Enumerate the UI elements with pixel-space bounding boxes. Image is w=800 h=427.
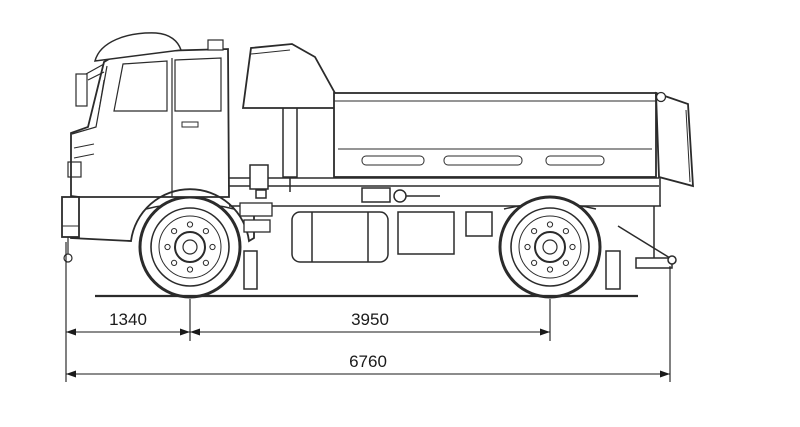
dimension-front-overhang: 1340 bbox=[66, 310, 190, 336]
air-intake bbox=[207, 39, 224, 51]
arrowhead-right bbox=[180, 328, 190, 336]
dump-bed bbox=[241, 43, 694, 188]
front-bumper bbox=[61, 196, 80, 238]
tailgate bbox=[655, 91, 694, 188]
fuel-tank bbox=[291, 211, 389, 263]
cab-step-upper bbox=[239, 202, 273, 217]
door-window bbox=[113, 60, 168, 112]
hydraulic-pump bbox=[249, 164, 440, 203]
dimension-overall-length: 6760 bbox=[66, 352, 670, 378]
dimension-annotations: 1340 3950 6760 bbox=[65, 242, 671, 382]
bed-body bbox=[333, 92, 657, 178]
side-mirror bbox=[75, 63, 105, 107]
cab-outline bbox=[70, 48, 230, 198]
bed-slot bbox=[443, 155, 523, 166]
tailgate-hinge bbox=[655, 91, 667, 103]
overall-length-dimension-label: 6760 bbox=[349, 352, 387, 371]
arrowhead-right bbox=[660, 370, 670, 378]
rear-side-window bbox=[174, 57, 222, 112]
wheelbase-dimension-label: 3950 bbox=[351, 310, 389, 329]
headlight bbox=[67, 161, 82, 178]
wiper bbox=[98, 79, 105, 111]
rear-wheel bbox=[498, 195, 602, 299]
arrowhead-right bbox=[540, 328, 550, 336]
front-mudflap bbox=[243, 250, 258, 290]
rear-mudflap bbox=[605, 250, 621, 290]
roof-deflector bbox=[93, 32, 183, 62]
cab-step-lower bbox=[243, 219, 271, 233]
front-wheel bbox=[138, 195, 242, 299]
dimension-wheelbase: 3950 bbox=[190, 310, 550, 336]
bracket bbox=[465, 211, 493, 237]
truck-cab bbox=[61, 32, 273, 263]
arrowhead-left bbox=[66, 370, 76, 378]
arrowhead-left bbox=[66, 328, 76, 336]
door-handle bbox=[181, 121, 199, 128]
bed-slot bbox=[545, 155, 605, 166]
chassis bbox=[145, 90, 677, 290]
rear-underride-guard bbox=[617, 206, 677, 269]
toolbox bbox=[397, 211, 455, 255]
arrowhead-left bbox=[190, 328, 200, 336]
front-overhang-dimension-label: 1340 bbox=[109, 310, 147, 329]
tow-hook bbox=[63, 253, 73, 263]
bed-slot bbox=[361, 155, 425, 166]
